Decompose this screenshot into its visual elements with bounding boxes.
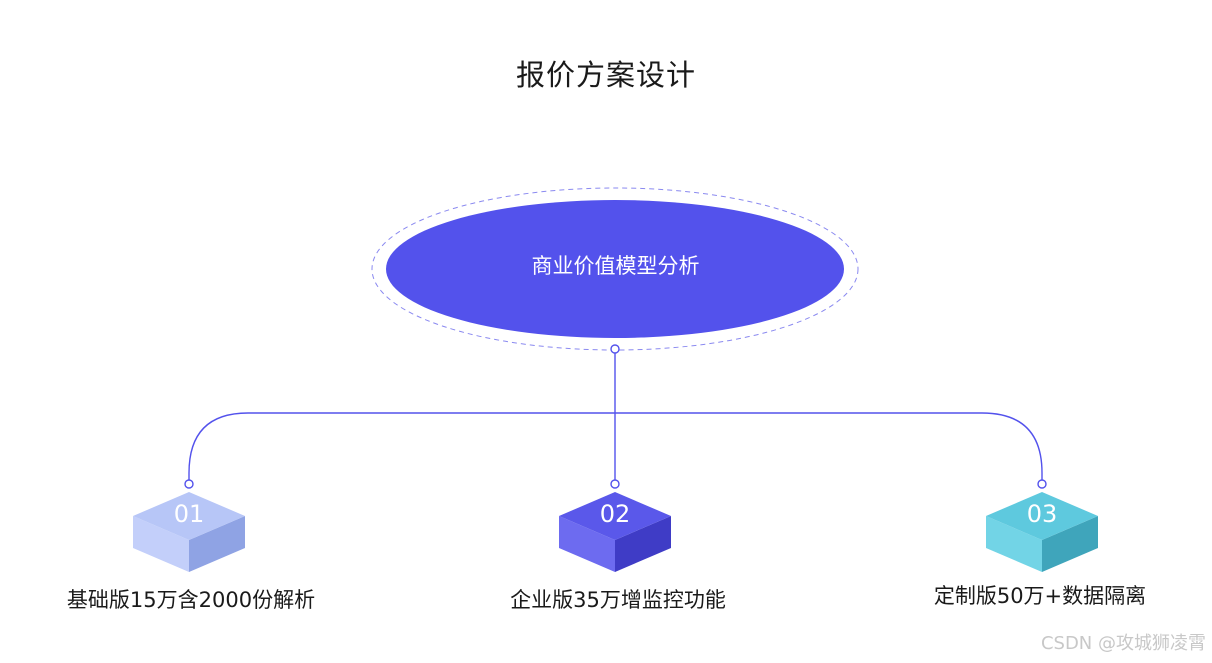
node-number-3: 03 — [1026, 500, 1058, 528]
node-box-2-left-face — [559, 516, 615, 572]
connector-dots — [184, 344, 1047, 489]
node-label-2: 企业版35万增监控功能 — [510, 588, 726, 612]
node-box-1-right-face — [189, 516, 245, 572]
connector-dot-top — [610, 344, 620, 354]
center-label: 商业价值模型分析 — [531, 254, 700, 278]
connector-dot-node-3 — [1037, 479, 1047, 489]
connector-dot-node-1 — [184, 479, 194, 489]
node-box-1-left-face — [133, 516, 189, 572]
page-title: 报价方案设计 — [515, 58, 696, 92]
watermark: CSDN @攻城狮凌霄 — [1040, 633, 1206, 654]
node-box-2-top-face — [559, 492, 671, 540]
connector-lines — [188, 349, 1043, 484]
connector-dot-node-2 — [610, 479, 620, 489]
node-box-3-top-face — [986, 492, 1098, 540]
center-ellipse — [386, 200, 844, 338]
node-number-1: 01 — [173, 500, 205, 528]
node-box-3 — [986, 492, 1098, 572]
node-number-2: 02 — [599, 500, 631, 528]
node-box-1 — [133, 492, 245, 572]
node-label-3: 定制版50万+数据隔离 — [933, 584, 1147, 608]
node-label-1: 基础版15万含2000份解析 — [66, 588, 316, 612]
connector-right-branch — [615, 412, 1043, 484]
connector-left-branch — [188, 412, 615, 484]
node-box-1-top-face — [133, 492, 245, 540]
node-box-2 — [559, 492, 671, 572]
node-box-3-right-face — [1042, 516, 1098, 572]
node-box-2-right-face — [615, 516, 671, 572]
node-box-3-left-face — [986, 516, 1042, 572]
